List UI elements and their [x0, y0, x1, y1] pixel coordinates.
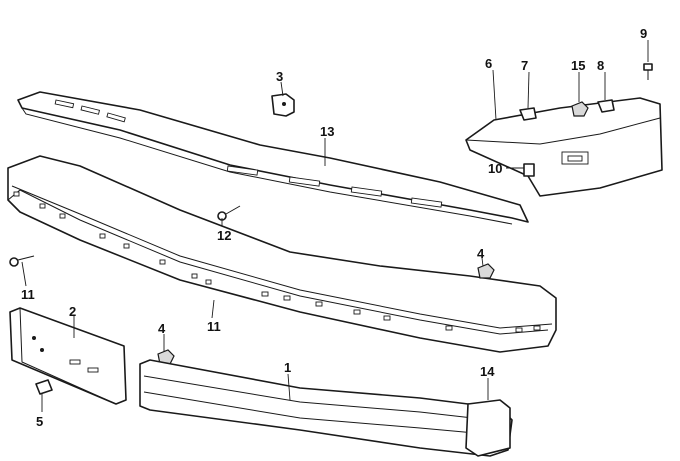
- callout-12: 9: [640, 26, 647, 41]
- callouts: 3 13 12 11 4 11 2 4 5 1 14 6 7 15 8 9 10: [21, 26, 647, 429]
- part-15-nut: [571, 101, 589, 117]
- part-5-clip: [35, 379, 53, 395]
- callout-11-right: 8: [597, 58, 604, 73]
- part-6-bolt: [9, 255, 35, 267]
- callout-8: 12: [217, 228, 231, 243]
- bumper-holes: [13, 191, 541, 333]
- part-14-end-cap: [465, 399, 511, 457]
- part-1-impact-strip: [139, 359, 513, 457]
- part-2-corner-guard: [9, 307, 127, 405]
- callout-4-lower: 4: [158, 321, 166, 336]
- callout-6: 11: [21, 287, 35, 302]
- part-3-clip: [271, 93, 295, 117]
- part-4-nut-upper: [477, 263, 495, 279]
- callout-10: 6: [485, 56, 492, 71]
- callout-13: 10: [488, 161, 502, 176]
- callout-5: 5: [36, 414, 43, 429]
- part-12-screw: [643, 63, 653, 80]
- part-11-clip-right: [597, 99, 615, 113]
- callout-1: 1: [284, 360, 291, 375]
- callout-14: 14: [480, 364, 495, 379]
- leader-lines: [21, 40, 649, 412]
- callout-2: 2: [69, 304, 76, 319]
- part-10-side-trim: [465, 97, 663, 197]
- part-11-clip-left: [519, 107, 537, 121]
- callout-9: 13: [320, 124, 334, 139]
- part-7-bumper: [7, 155, 557, 353]
- part-9-upper-carrier: [17, 91, 529, 225]
- callout-7: 11: [207, 319, 221, 334]
- callout-15: 15: [571, 58, 585, 73]
- part-13-plug: [523, 163, 535, 177]
- part-8-screw: [217, 205, 241, 221]
- callout-4-upper: 4: [477, 246, 485, 261]
- callout-11-left: 7: [521, 58, 528, 73]
- callout-3: 3: [276, 69, 283, 84]
